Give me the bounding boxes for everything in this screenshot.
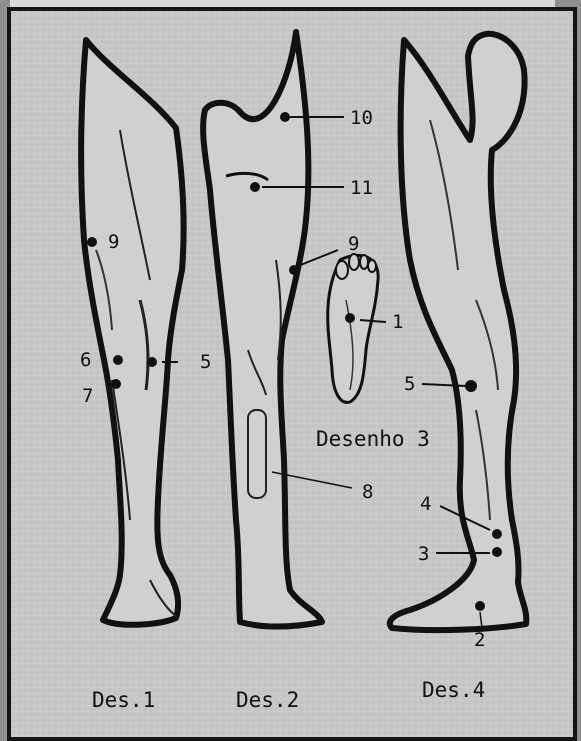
caption-des-1: Des.1 [92,688,155,712]
des1-label-5: 5 [200,351,211,373]
des1-label-6: 6 [80,349,91,371]
des4-label-4: 4 [420,493,431,515]
des2-label-10: 10 [350,107,373,129]
des4-label-3: 3 [418,543,429,565]
des2-label-8: 8 [362,481,373,503]
point-11-marker [250,182,260,192]
point-10-marker [280,112,290,122]
point-4-marker [492,529,502,539]
point-9-marker [87,237,97,247]
caption-des-2: Des.2 [236,688,299,712]
point-6-marker [113,355,123,365]
point-7-marker [111,379,121,389]
top-strip [10,0,555,7]
des4-label-2: 2 [474,629,485,651]
des1-label-9: 9 [108,231,119,253]
des3-label-1: 1 [392,311,403,333]
point-1-marker [345,313,355,323]
point-5b-marker [465,380,477,392]
point-5-marker [147,357,157,367]
des1-label-7: 7 [82,385,93,407]
des4-label-5: 5 [404,373,415,395]
caption-desenho-3: Desenho 3 [316,427,430,451]
des2-label-11: 11 [350,177,373,199]
point-9b-marker [289,265,299,275]
point-3-marker [492,547,502,557]
point-2-marker [475,601,485,611]
des2-label-9: 9 [348,233,359,255]
caption-des-4: Des.4 [422,678,485,702]
